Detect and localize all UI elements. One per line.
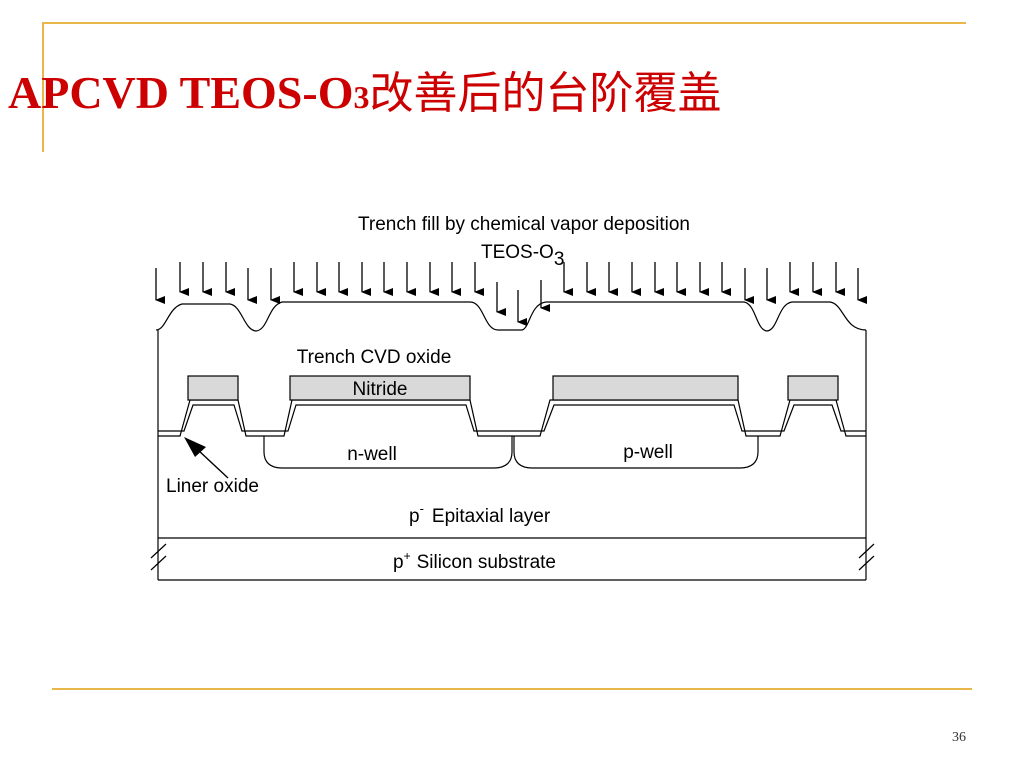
epi-superscript: - [420,501,424,516]
slide-title: APCVD TEOS-O3改善后的台阶覆盖 [8,70,721,116]
teos-main: TEOS-O [481,242,554,263]
deposition-arrows [155,262,867,326]
epitaxial-layer-label: p-Epitaxial layer [409,501,551,527]
frame-bottom-line [52,688,972,690]
liner-oxide [158,404,866,432]
oxide-surface [155,301,867,332]
sub-superscript: + [404,549,411,563]
diagram-caption: Trench fill by chemical vapor deposition [358,214,690,235]
title-main: APCVD TEOS-O [8,67,354,118]
trench-oxide-label: Trench CVD oxide [297,347,452,368]
break-mark [150,543,167,559]
frame-left-line [42,22,44,152]
break-marks [150,543,875,571]
p-well [513,436,759,469]
title-subscript: 3 [353,79,370,115]
teos-subscript: 3 [554,249,565,270]
liner-oxide-label: Liner oxide [166,476,259,497]
liner-pointer-line [197,449,229,479]
substrate-label: p+ Silicon substrate [393,549,556,573]
break-mark [858,555,875,571]
break-mark [150,555,167,571]
epi-text: Epitaxial layer [432,506,551,527]
sub-prefix: p [393,552,404,573]
sub-text: Silicon substrate [417,552,556,573]
nitride-pad [552,375,739,401]
epi-prefix: p [409,506,420,527]
teos-label: TEOS-O3 [481,242,564,270]
n-well [263,436,513,469]
liner-pointer-arrowhead [184,437,206,457]
p-well-label: p-well [623,442,673,463]
title-chinese: 改善后的台阶覆盖 [369,68,722,119]
n-well-label: n-well [347,444,397,465]
nitride-label: Nitride [353,379,408,400]
break-mark [858,543,875,559]
nitride-pad [289,375,471,401]
frame-top-line [42,22,966,24]
nitride-pad [787,375,839,401]
page-number: 36 [952,730,966,745]
nitride-pad [187,375,239,401]
